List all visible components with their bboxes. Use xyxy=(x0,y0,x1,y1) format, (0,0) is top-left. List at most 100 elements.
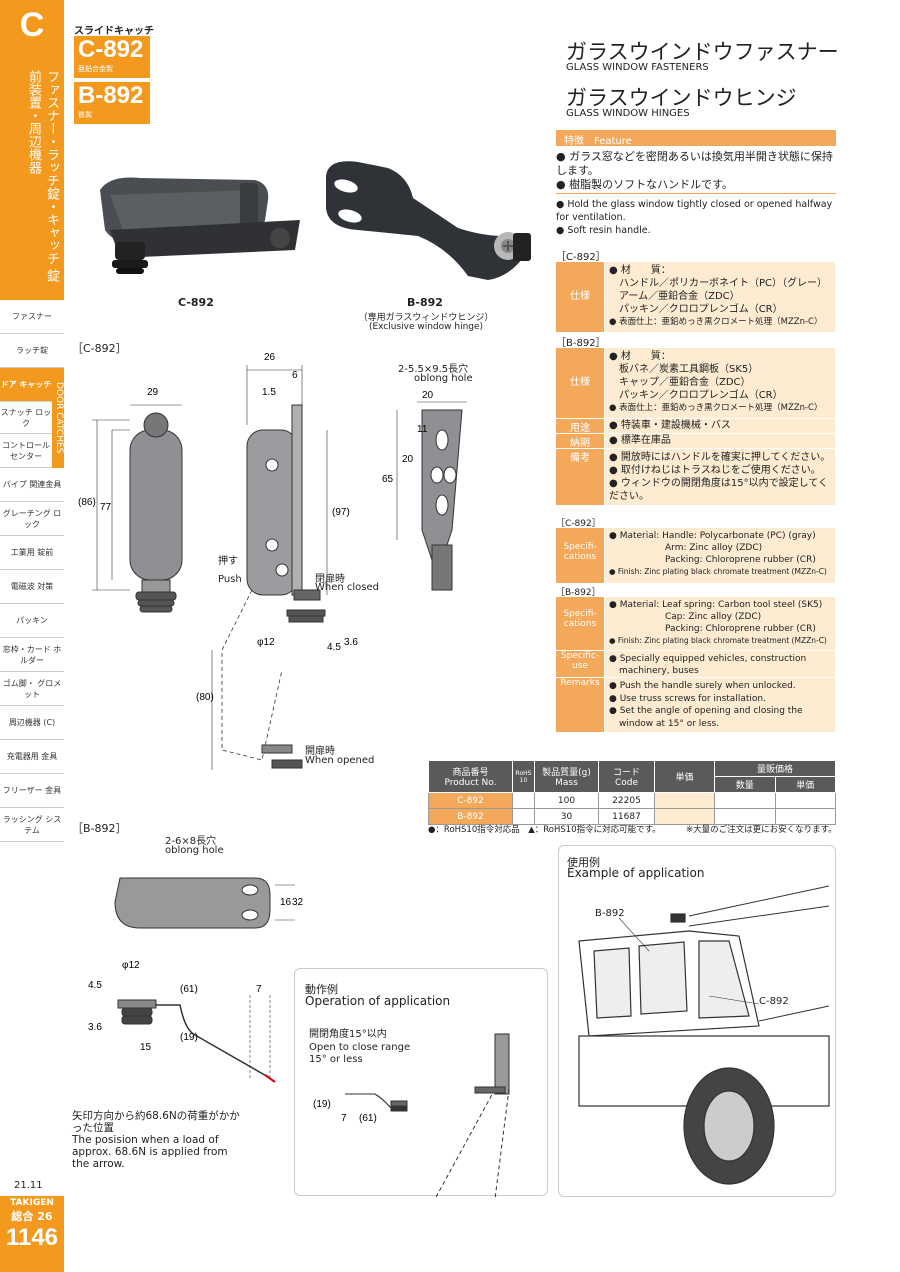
sidebar-item-industrial[interactable]: 工業用 錠前 xyxy=(0,536,64,570)
c892-drawing-title: ［C-892］ xyxy=(72,342,127,355)
b-dim-3-6: 3.6 xyxy=(88,1022,102,1033)
dim-4-5: 4.5 xyxy=(327,642,341,653)
model-c892: C-892 xyxy=(78,36,144,63)
spec-en-c-line: ● Finish: Zinc plating black chromate tr… xyxy=(609,567,827,576)
title-fasteners-jp: ガラスウインドウファスナー xyxy=(566,40,839,64)
b-dim-15: 15 xyxy=(140,1042,152,1053)
dim-29: 29 xyxy=(147,387,159,398)
feature-header: 特徴 Feature xyxy=(556,130,836,147)
b-dim-19: (19) xyxy=(180,1032,198,1043)
table-row: B-892 30 11687 xyxy=(428,808,836,825)
push-en: Push xyxy=(218,574,242,585)
spec-jp-remark: ● 開放時にはハンドルを確実に押してください。 xyxy=(609,452,831,463)
sidebar-item-charger[interactable]: 充電器用 金具 xyxy=(0,740,64,774)
sidebar-header xyxy=(0,0,64,300)
spec-en-b-body: ● Material: Leaf spring: Carbon tool ste… xyxy=(605,597,835,650)
feature-en-1-text: Hold the glass window tightly closed or … xyxy=(556,199,833,223)
spec-jp-b-body: ● 材 質： 板バネ／炭素工具鋼板（SK5） キャップ／亜鉛合金（ZDC） パッ… xyxy=(605,348,835,418)
closed-jp: 閉扉時 xyxy=(315,574,345,585)
dim-86: (86) xyxy=(78,497,96,508)
sidebar-item-grating[interactable]: グレーチング ロック xyxy=(0,502,64,536)
spec-jp-use-label: 用途 xyxy=(556,419,604,434)
catalog-number: 総合 26 xyxy=(11,1210,53,1223)
dim-3-6: 3.6 xyxy=(344,637,358,648)
model-b892-material: 鉄製 xyxy=(78,111,92,119)
c892-photo-label: C-892 xyxy=(178,296,214,309)
crane-illustration xyxy=(578,885,830,1185)
model-badge-b892: B-892 鉄製 xyxy=(74,82,150,124)
sidebar-item-emi[interactable]: 電磁波 対策 xyxy=(0,570,64,604)
b892-drawing: 16 32 φ12 4.5 (61) 7 3.6 15 (19) xyxy=(88,877,304,1083)
opened-en: When opened xyxy=(305,755,375,766)
push-jp: 押す xyxy=(218,556,238,567)
door-catches-label: DOOR CATCHES xyxy=(52,368,64,468)
feature-jp: ● ガラス窓などを密閉あるいは換気用半開き状態に保持します。 ● 樹脂製のソフト… xyxy=(556,150,836,192)
angle-en-1: Open to close range xyxy=(309,1042,411,1053)
spec-jp-remarks-label: 備考 xyxy=(556,449,604,505)
spec-jp-c-line: ● 材 質： xyxy=(609,265,671,276)
sidebar-item-peripheral[interactable]: 周辺機器 (C) xyxy=(0,706,64,740)
spec-jp-c-label: 仕様 xyxy=(556,262,604,332)
load-note-jp: 矢印方向から約68.6Nの荷重がかかった位置 xyxy=(72,1110,240,1134)
spec-jp-c-head: ［C-892］ xyxy=(556,252,606,263)
spec-en-use-line: machinery, buses xyxy=(619,666,699,676)
spec-en-b-label: Specifi-cations xyxy=(556,597,604,650)
b892-drawing-title: ［B-892］ xyxy=(72,822,127,835)
col-code-en: Code xyxy=(614,778,639,788)
spec-en-remark: ● Use truss screws for installation. xyxy=(609,693,766,704)
spec-en-c-head: ［C-892］ xyxy=(556,519,601,529)
sidebar-item-latch[interactable]: ラッチ錠 xyxy=(0,334,64,368)
col-price: 単価 xyxy=(654,760,715,793)
op-dim-19: (19) xyxy=(313,1099,331,1110)
dim-phi12: φ12 xyxy=(257,637,275,648)
category-title: ファスナー・ラッチ錠・キャッチ 錠前装置・周辺機器 xyxy=(26,70,59,283)
spec-jp-delivery: ● 標準在庫品 xyxy=(605,434,835,448)
sidebar-item-door-catch[interactable]: ドア キャッチ xyxy=(0,368,52,402)
spec-jp-remark: ● 取付けねじはトラスねじをご使用ください。 xyxy=(609,465,821,476)
b892-photo-label: B-892 xyxy=(407,296,443,309)
sidebar-item-freezer[interactable]: フリーザー 金具 xyxy=(0,774,64,808)
table-row: C-892 100 22205 xyxy=(428,792,836,809)
sidebar-item-pipe[interactable]: パイプ 関連金具 xyxy=(0,468,64,502)
b-dim-4-5: 4.5 xyxy=(88,980,102,991)
feature-jp-1-text: ガラス窓などを密閉あるいは換気用半開き状態に保持します。 xyxy=(556,150,833,177)
sidebar-item-packing[interactable]: パッキン xyxy=(0,604,64,638)
sidebar-item-window[interactable]: 窓枠・カード ホルダー xyxy=(0,638,64,672)
spec-en-remarks-label: Remarks xyxy=(556,678,604,732)
title-hinges-en: GLASS WINDOW HINGES xyxy=(566,108,690,119)
b892-photo xyxy=(326,161,531,280)
example-c-label: C-892 xyxy=(759,996,789,1007)
spec-jp-use: ● 特装車・建設機械・バス xyxy=(605,419,835,433)
col-mass-en: Mass xyxy=(555,778,578,788)
closed-en: When closed xyxy=(315,582,379,593)
b892-photo-sub-jp: （専用ガラスウィンドウヒンジ） xyxy=(358,313,494,323)
spec-en-remark: ● Push the handle surely when unlocked. xyxy=(609,681,796,691)
sidebar-item-control[interactable]: コントロール センター xyxy=(0,434,52,468)
cell-code: 22205 xyxy=(598,792,655,809)
page-number: 1146 xyxy=(5,1224,59,1251)
spec-jp-remark: ● ウィンドウの開閉角度は15°以内で設定してください。 xyxy=(609,478,829,502)
feature-en-1: ● Hold the glass window tightly closed o… xyxy=(556,199,833,223)
sidebar-item-snatch[interactable]: スナッチ ロック xyxy=(0,402,52,434)
spec-en-c-line: Packing: Chloroprene rubber (CR) xyxy=(665,555,816,565)
sidebar-item-fastener[interactable]: ファスナー xyxy=(0,300,64,334)
c892-drawing: 26 6 1.5 29 (86) 77 (97) φ12 4.5 3.6 (80… xyxy=(78,352,467,770)
spec-en-b-line: Packing: Chloroprene rubber (CR) xyxy=(665,624,816,634)
spec-jp-delivery-label: 納期 xyxy=(556,434,604,449)
load-note-en: The posision when a load of approx. 68.6… xyxy=(72,1134,228,1170)
spec-en-use-line: ● Specially equipped vehicles, construct… xyxy=(609,654,807,664)
slot-jp: 2-5.5×9.5長穴 xyxy=(398,364,469,375)
cell-product-no: C-892 xyxy=(428,792,513,809)
feature-jp-2-text: 樹脂製のソフトなハンドルです。 xyxy=(569,178,734,191)
spec-jp-remarks: ● 開放時にはハンドルを確実に押してください。 ● 取付けねじはトラスねじをご使… xyxy=(605,449,835,505)
b-dim-16: 16 xyxy=(280,897,292,908)
sidebar-item-lashing[interactable]: ラッシング システム xyxy=(0,808,64,842)
model-badge-c892: C-892 亜鉛合金製 xyxy=(74,36,150,78)
spec-jp-b-head: ［B-892］ xyxy=(556,338,606,349)
sidebar-item-rubber-feet[interactable]: ゴム脚・ グロメット xyxy=(0,672,64,706)
feature-jp-1: ● ガラス窓などを密閉あるいは換気用半開き状態に保持します。 xyxy=(556,150,833,177)
operation-diagram: (19) 7 (61) xyxy=(313,1033,510,1197)
spec-en-remarks: ● Push the handle surely when unlocked. … xyxy=(605,678,835,732)
